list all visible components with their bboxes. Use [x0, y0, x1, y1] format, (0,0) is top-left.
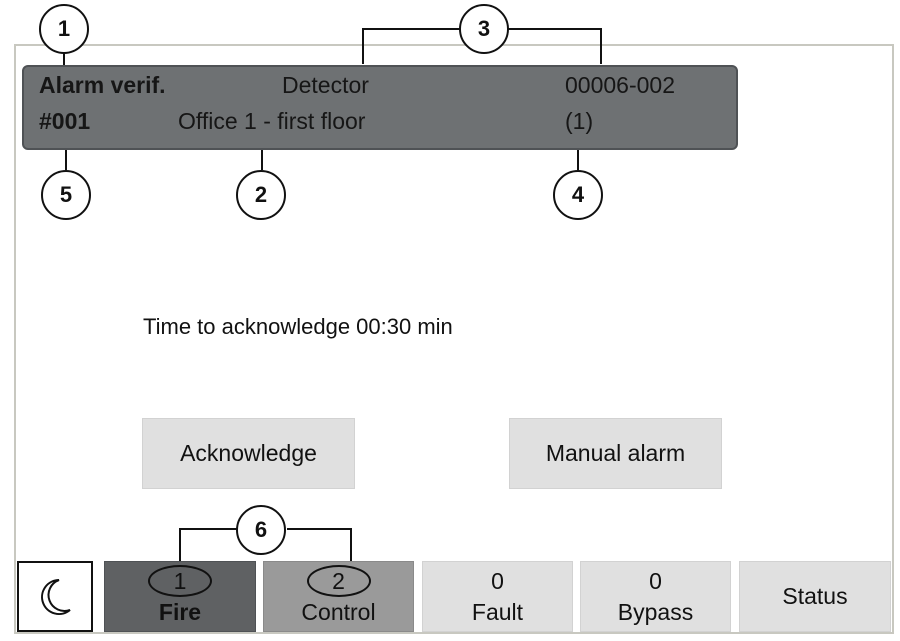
callout-2: 2	[236, 170, 286, 220]
callout-3: 3	[459, 4, 509, 54]
tab-fire[interactable]: 1 Fire	[104, 561, 256, 632]
device-type: Detector	[282, 72, 369, 98]
tab-fault[interactable]: 0 Fault	[422, 561, 573, 632]
fault-count: 0	[491, 567, 504, 594]
callout-4: 4	[553, 170, 603, 220]
tab-bypass[interactable]: 0 Bypass	[580, 561, 731, 632]
fault-label: Fault	[471, 598, 524, 625]
callout-1: 1	[39, 4, 89, 54]
callout-6: 6	[236, 505, 286, 555]
bypass-count: 0	[649, 567, 662, 594]
control-label: Control	[301, 599, 376, 625]
alarm-count: (1)	[565, 108, 594, 134]
fire-label: Fire	[158, 599, 202, 625]
manual-alarm-button-label: Manual alarm	[545, 440, 686, 466]
alarm-location: Office 1 - first floor	[178, 108, 366, 134]
callout-5: 5	[41, 170, 91, 220]
alarm-number: #001	[39, 108, 91, 134]
bypass-label: Bypass	[617, 598, 694, 625]
manual-alarm-button[interactable]: Manual alarm	[509, 418, 722, 489]
acknowledge-timer: Time to acknowledge 00:30 min	[143, 314, 453, 339]
tab-status[interactable]: Status	[739, 561, 891, 632]
alarm-type: Alarm verif.	[39, 72, 166, 98]
moon-icon	[41, 578, 71, 615]
status-label: Status	[782, 583, 848, 609]
night-mode-button[interactable]	[17, 561, 93, 632]
tab-control[interactable]: 2 Control	[263, 561, 414, 632]
acknowledge-button[interactable]: Acknowledge	[142, 418, 355, 489]
fire-count: 1	[148, 565, 212, 597]
acknowledge-button-label: Acknowledge	[180, 440, 317, 466]
device-address: 00006-002	[565, 72, 675, 98]
alarm-info-panel[interactable]: Alarm verif. Detector 00006-002 #001 Off…	[22, 65, 738, 150]
control-count: 2	[306, 565, 371, 597]
